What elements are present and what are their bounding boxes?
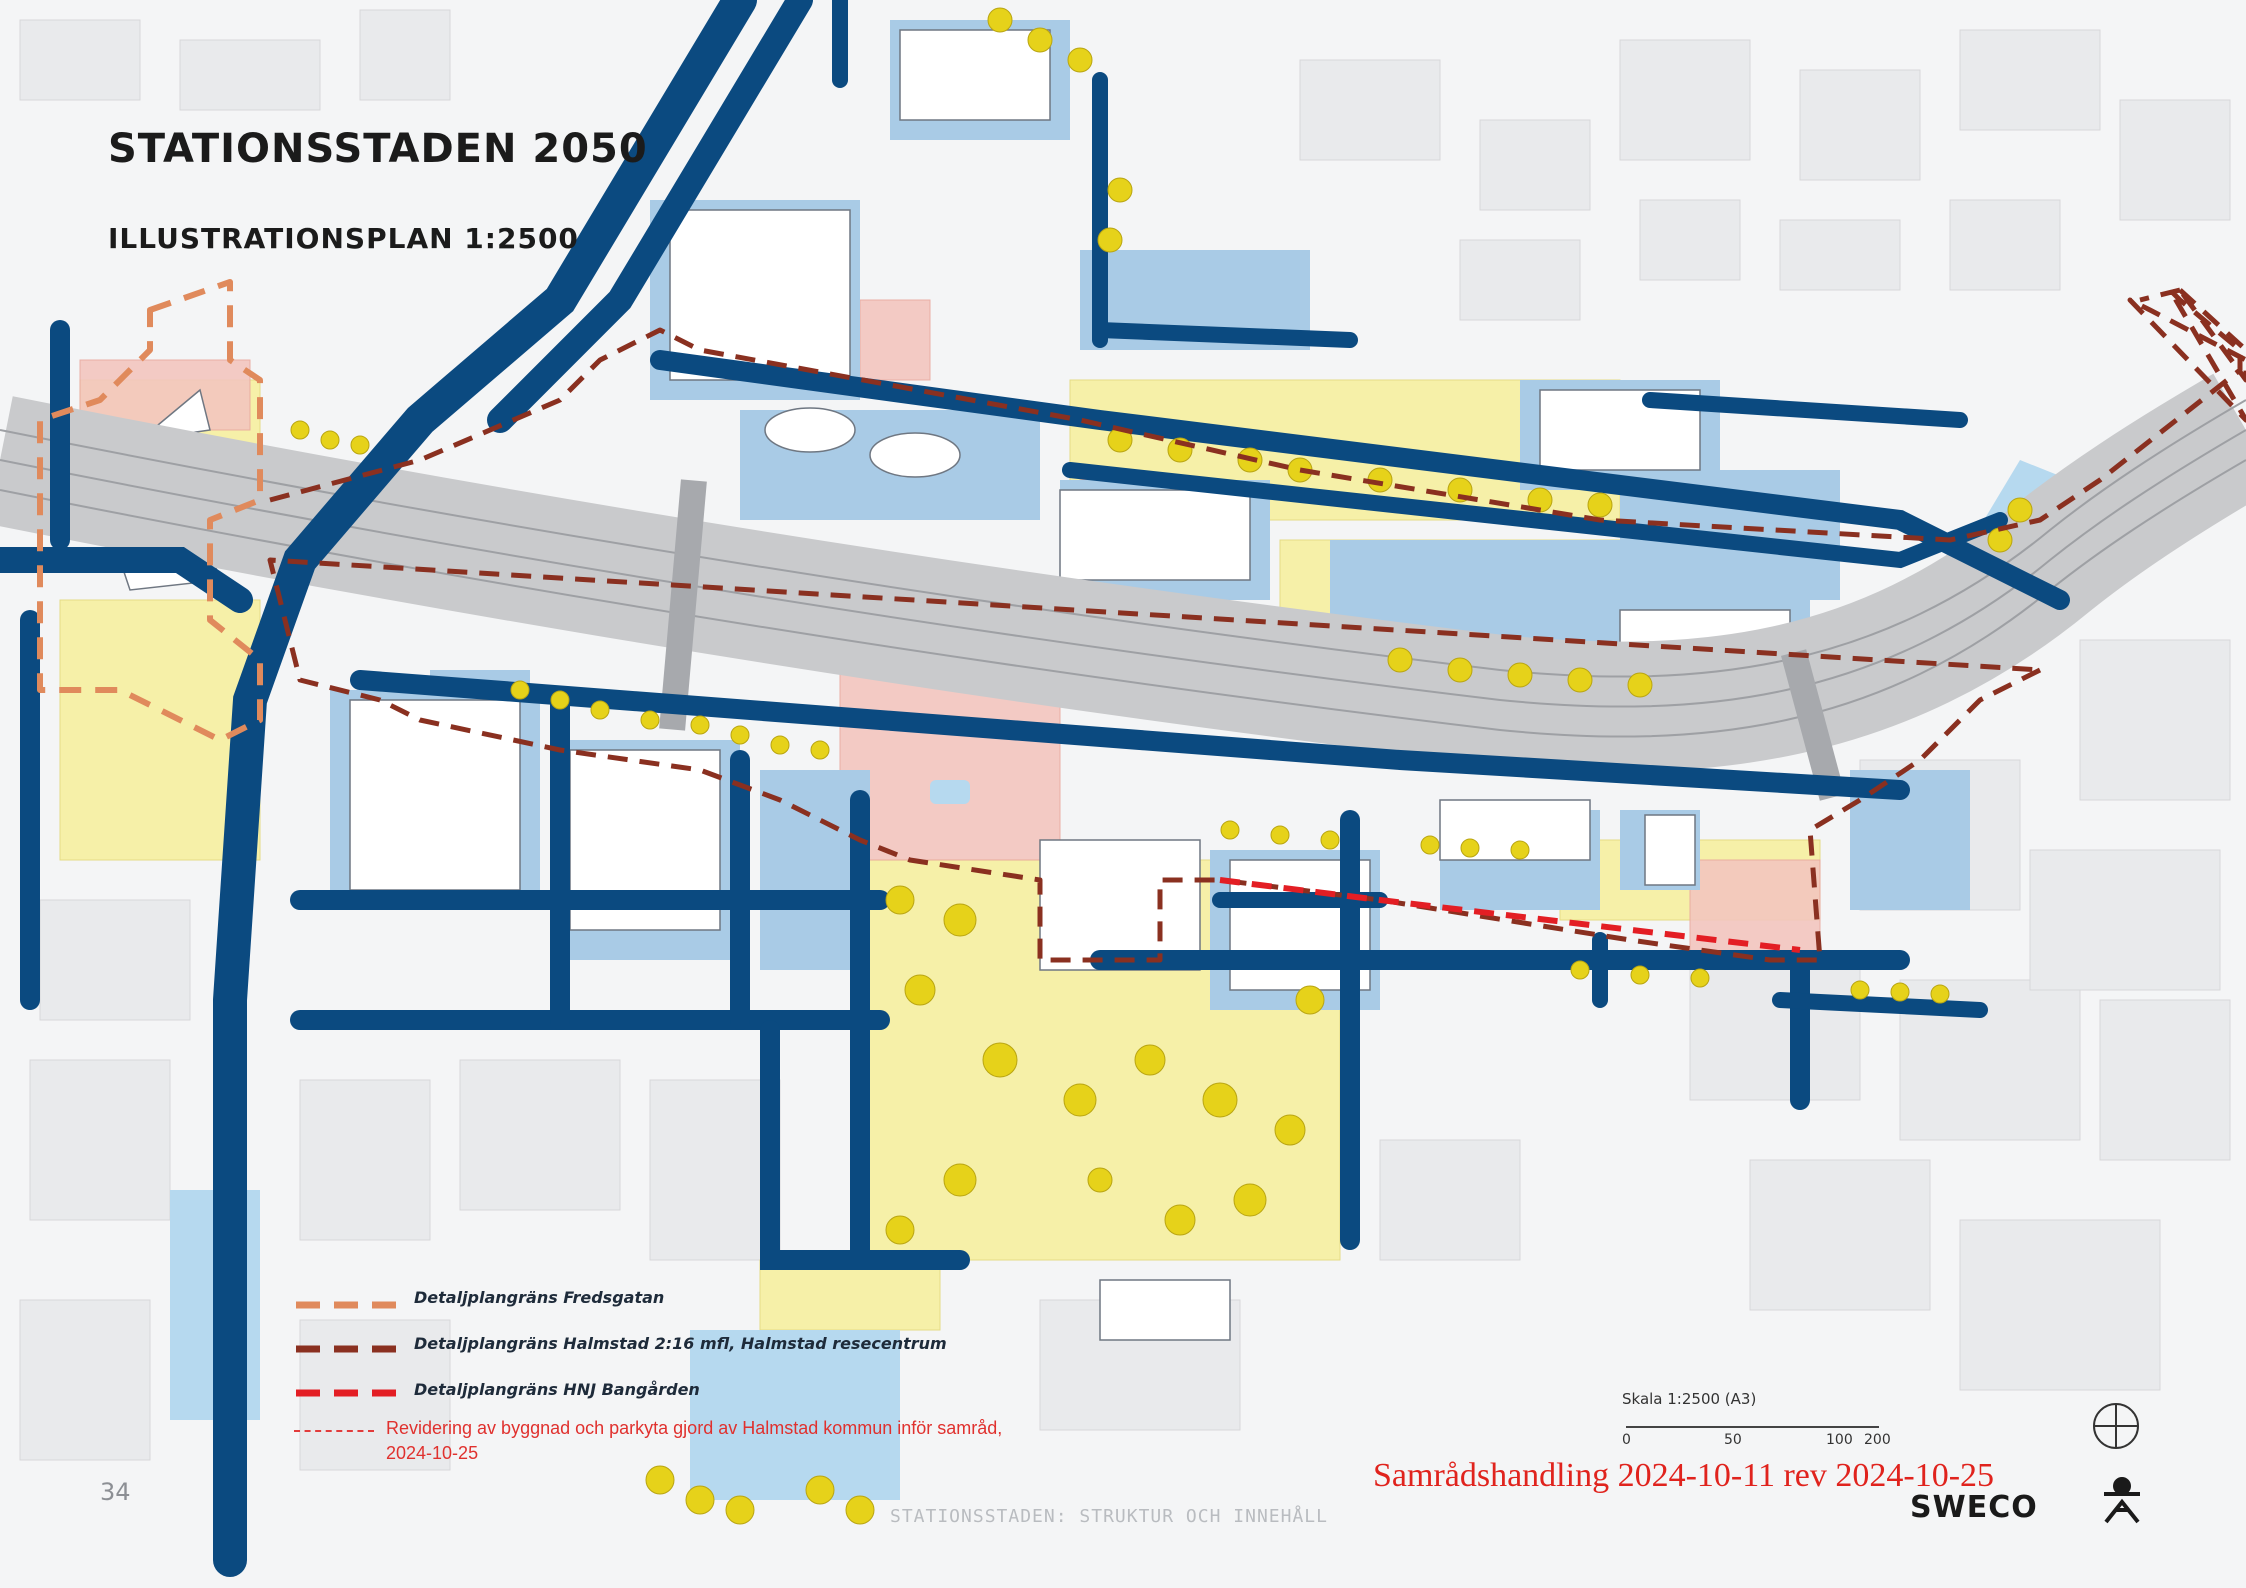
north-arrow-icon <box>2093 1403 2139 1449</box>
page-title: STATIONSSTADEN 2050 <box>108 126 648 172</box>
sweco-logo-icon <box>2104 1477 2140 1524</box>
legend-item-fredsgatan: Detaljplangräns Fredsgatan <box>294 1288 1114 1334</box>
scale-label: Skala 1:2500 (A3) <box>1622 1390 1757 1408</box>
sweco-logo-text: SWECO <box>1910 1490 2038 1525</box>
status-text: Samrådshandling 2024-10-11 rev 2024-10-2… <box>1373 1457 1995 1494</box>
scale-line <box>1626 1426 1879 1428</box>
scale-bar: Skala 1:2500 (A3) 0 50 100 200 <box>1622 1390 1902 1450</box>
footer-text: STATIONSSTADEN: STRUKTUR OCH INNEHÅLL <box>890 1506 1328 1527</box>
scale-tick: 100 <box>1826 1432 1853 1448</box>
legend-label: Detaljplangräns Fredsgatan <box>414 1288 665 1307</box>
revision-note: Revidering av byggnad och parkyta gjord … <box>386 1416 1086 1466</box>
legend-label: Detaljplangräns Halmstad 2:16 mfl, Halms… <box>414 1334 947 1353</box>
legend-label: Detaljplangräns HNJ Bangården <box>414 1380 700 1399</box>
revision-line <box>294 1430 374 1432</box>
page-number: 34 <box>100 1478 131 1506</box>
legend-item-bangarden: Detaljplangräns HNJ Bangården <box>294 1380 1114 1426</box>
page-subtitle: ILLUSTRATIONSPLAN 1:2500 <box>108 222 579 255</box>
scale-tick: 200 <box>1864 1432 1891 1448</box>
legend: Detaljplangräns Fredsgatan Detaljplangrä… <box>294 1288 1114 1496</box>
boundary-resecentrum <box>267 287 2246 963</box>
railway <box>0 373 2246 801</box>
legend-swatches <box>296 1301 396 1397</box>
plan-boundaries <box>37 279 2246 963</box>
scale-tick: 0 <box>1622 1432 1631 1448</box>
boundary-bangarden <box>1219 877 1801 953</box>
legend-item-resecentrum: Detaljplangräns Halmstad 2:16 mfl, Halms… <box>294 1334 1114 1380</box>
boundary-fredsgatan <box>37 279 263 743</box>
revision-note-line1: Revidering av byggnad och parkyta gjord … <box>386 1418 1003 1438</box>
legend-item-revision: Revidering av byggnad och parkyta gjord … <box>294 1418 1114 1496</box>
scale-tick: 50 <box>1724 1432 1742 1448</box>
revision-note-line2: 2024-10-25 <box>386 1443 479 1463</box>
trees <box>290 7 2033 1525</box>
